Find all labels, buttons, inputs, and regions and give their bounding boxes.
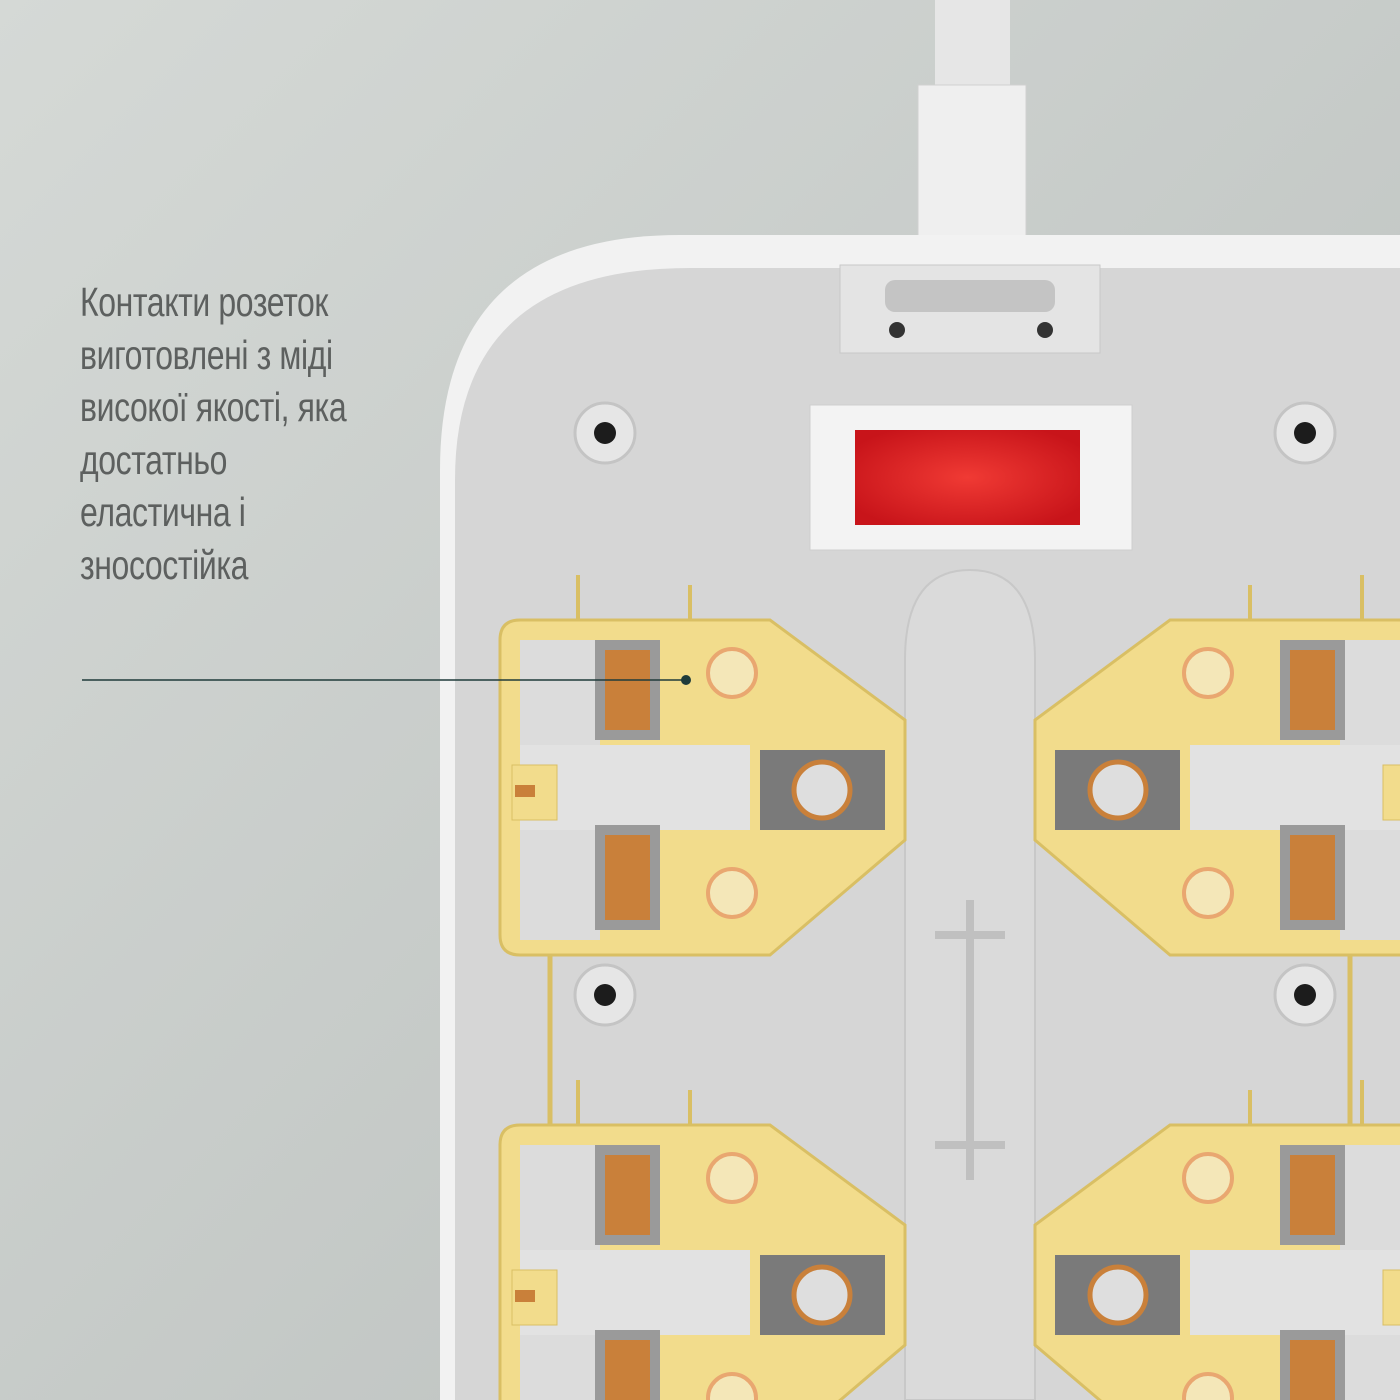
caption-line: виготовлені з міді	[80, 331, 333, 378]
caption-line: Контакти розеток	[80, 279, 328, 325]
feature-caption: Контакти розеток виготовлені з міді висо…	[80, 276, 408, 591]
leader-line-dot-icon	[681, 675, 691, 685]
caption-line: еластична і	[80, 489, 246, 535]
caption-line: достатньо	[80, 436, 228, 483]
leader-line	[82, 675, 691, 685]
caption-line: зносостійка	[80, 541, 249, 588]
caption-line: високої якості, яка	[80, 384, 347, 430]
power-cable	[935, 0, 1010, 100]
power-switch	[809, 404, 1133, 551]
